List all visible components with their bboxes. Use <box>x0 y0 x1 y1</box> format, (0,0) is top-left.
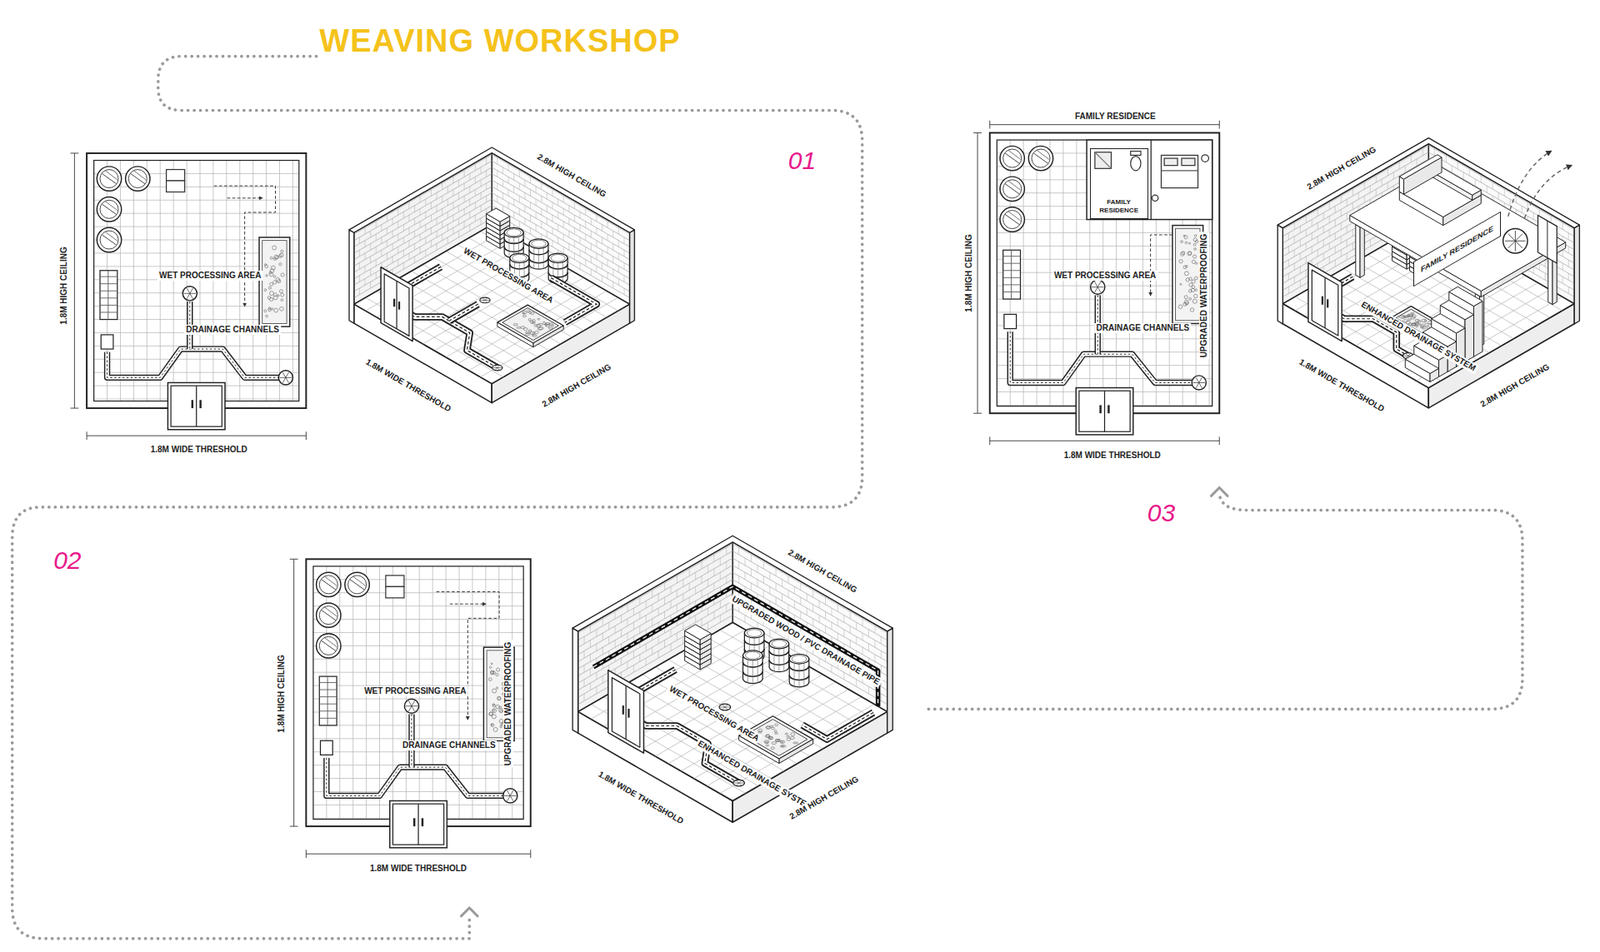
plan-annotation: 1.8M WIDE THRESHOLD <box>362 356 455 415</box>
plan-annotation: 2.8M HIGH CEILING <box>539 360 615 410</box>
plan-annotation: 1.8M WIDE THRESHOLD <box>1062 450 1163 461</box>
floor-plan <box>290 559 531 859</box>
plan-annotation: UPGRADED WATERPROOFING <box>503 640 514 769</box>
room-label: FAMILY RESIDENCE <box>1092 198 1146 215</box>
dotted-route <box>12 56 1523 940</box>
plan-annotation: 1.8M HIGH CEILING <box>276 653 287 735</box>
plan-annotation: 2.8M HIGH CEILING <box>534 150 610 200</box>
plan-annotation: FAMILY RESIDENCE <box>1073 111 1158 122</box>
floor-plan <box>70 153 306 440</box>
plan-annotation: UPGRADED WATERPROOFING <box>1199 232 1210 360</box>
callout-number: 01 <box>788 147 816 175</box>
plan-annotation: 1.8M HIGH CEILING <box>59 245 70 326</box>
plan-annotation: 1.8M HIGH CEILING <box>964 232 975 314</box>
plan-annotation: 2.8M HIGH CEILING <box>1304 143 1380 193</box>
drawing <box>12 56 1580 940</box>
plan-annotation: WET PROCESSING AREA <box>157 270 263 281</box>
plan-annotation: WET PROCESSING AREA <box>362 686 468 697</box>
callout-number: 03 <box>1147 500 1175 527</box>
isometric-room <box>349 147 635 404</box>
plan-annotation: 2.8M HIGH CEILING <box>1477 360 1553 410</box>
plan-annotation: ENHANCED DRAINAGE SYSTEM <box>1357 299 1479 375</box>
plan-annotation: 1.8M WIDE THRESHOLD <box>149 445 250 455</box>
plan-annotation: UPGRADED WOOD / PVC DRAINAGE PIPE <box>729 593 884 689</box>
plan-annotation: DRAINAGE CHANNELS <box>1095 323 1192 334</box>
plan-annotation: 1.8M WIDE THRESHOLD <box>595 768 687 827</box>
plan-annotation: DRAINAGE CHANNELS <box>184 325 281 335</box>
plan-annotation: 1.8M WIDE THRESHOLD <box>1295 356 1388 415</box>
isometric-room <box>1277 138 1580 409</box>
plan-annotation: WET PROCESSING AREA <box>460 245 556 307</box>
plan-annotation: 2.8M HIGH CEILING <box>785 546 860 596</box>
room-label: FAMILY RESIDENCE <box>1420 223 1495 275</box>
plan-annotation: DRAINAGE CHANNELS <box>400 740 498 751</box>
page-title: WEAVING WORKSHOP <box>319 23 680 59</box>
callout-number: 02 <box>53 547 81 575</box>
plan-annotation: WET PROCESSING AREA <box>665 683 762 745</box>
plan-annotation: ENHANCED DRAINAGE SYSTEM <box>695 737 816 814</box>
floor-plan <box>973 120 1220 445</box>
plan-annotation: 1.8M WIDE THRESHOLD <box>368 864 469 875</box>
room-box: FAMILY RESIDENCE <box>1090 148 1149 220</box>
ac-unit-box: FAMILY RESIDENCE <box>1413 210 1501 287</box>
isometric-room <box>572 535 893 823</box>
plan-annotation: WET PROCESSING AREA <box>1052 270 1158 281</box>
